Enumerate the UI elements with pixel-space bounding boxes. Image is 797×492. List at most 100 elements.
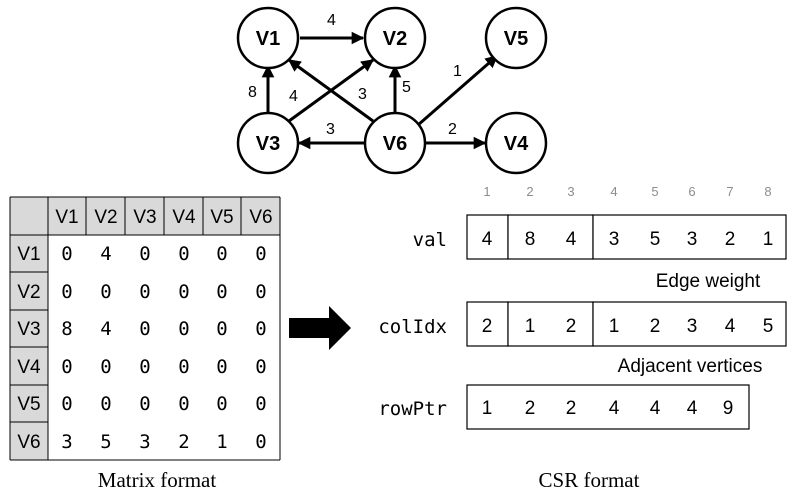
csr-rowptr-value: 4 [650,398,661,419]
edge-weights: 4 8 4 3 5 1 3 2 [248,12,462,138]
matrix-row-2: 0 0 0 0 0 0 [61,281,266,303]
csr-colidx-value: 2 [650,316,661,337]
csr-caption: CSR format [539,468,640,492]
node-label: V2 [383,28,407,50]
csr-val-value: 4 [566,229,577,250]
csr-val-caption: Edge weight [656,271,761,292]
csr-rowptr-value: 9 [723,398,734,419]
edge-weight-v6-v5: 1 [453,63,462,80]
matrix-cell: 0 [139,318,150,340]
graph-node-v4: V4 [484,111,548,175]
csr-rowptr-value: 2 [525,398,536,419]
matrix-row-5: 0 0 0 0 0 0 [61,393,266,415]
matrix-cell: 0 [100,356,111,378]
edge-weight-v6-v1: 3 [358,86,367,103]
matrix-cell: 0 [139,393,150,415]
csr-val-name: val [413,229,447,251]
matrix-cell: 0 [178,281,189,303]
csr-colidx-value: 2 [566,316,577,337]
matrix-cell: 4 [100,243,111,265]
matrix-row-6: 3 5 3 2 1 0 [61,431,266,453]
matrix-cell: 0 [139,356,150,378]
matrix-cell: 2 [178,431,189,453]
matrix-grid [9,196,281,461]
csr-val-value: 4 [482,229,493,250]
csr-rowptr-value: 4 [609,398,620,419]
csr-indices: 1 2 3 4 5 6 7 8 [483,184,771,199]
matrix-row-1: 0 4 0 0 0 0 [61,243,266,265]
matrix-cell: 0 [178,393,189,415]
node-label: V1 [256,28,280,50]
edge-weight-v6-v4: 2 [448,121,457,138]
matrix-cell: 0 [216,393,227,415]
node-label: V4 [504,133,529,155]
matrix-cell: 0 [61,393,72,415]
csr-val-value: 3 [609,229,620,250]
node-label: V3 [256,133,280,155]
matrix-row-4: 0 0 0 0 0 0 [61,356,266,378]
matrix-cell: 8 [61,318,72,340]
matrix-cell: 3 [139,431,150,453]
csr-val-value: 5 [650,229,661,250]
matrix-column-headers: V1 V2 V3 V4 V5 V6 [55,207,272,228]
matrix-cell: 1 [216,431,227,453]
matrix-row-header: V3 [17,319,40,340]
conversion-arrow-icon [289,306,351,350]
csr-colidx-caption: Adjacent vertices [618,356,763,377]
csr-format: 1 2 3 4 5 6 7 8 val 4 8 4 3 5 3 2 1 Edge… [378,184,787,492]
graph-node-v1: V1 [236,6,300,70]
graph-node-v3: V3 [236,111,300,175]
matrix-cell: 3 [61,431,72,453]
matrix-cell: 0 [255,281,266,303]
edge-v6-v1 [287,58,374,123]
matrix-cell: 5 [100,431,111,453]
csr-rowptr-value: 2 [566,398,577,419]
matrix-row-header: V2 [17,282,40,303]
matrix-row-header: V6 [17,432,40,453]
matrix-row-3: 8 4 0 0 0 0 [61,318,266,340]
csr-index: 6 [688,184,695,199]
graph-node-v2: V2 [363,6,427,70]
adjacency-matrix: V1 V2 V3 V4 V5 V6 V1 V2 V3 V4 V5 V6 0 4 … [9,196,281,492]
matrix-cell: 0 [61,356,72,378]
matrix-row-header: V1 [17,244,40,265]
csr-rowptr-name: rowPtr [378,398,447,420]
graph-node-v5: V5 [484,6,548,70]
matrix-cell: 0 [178,318,189,340]
matrix-column-header: V6 [249,207,272,228]
matrix-cell: 4 [100,318,111,340]
csr-val-value: 2 [725,229,736,250]
csr-val-value: 1 [763,229,774,250]
matrix-cell: 0 [178,243,189,265]
csr-index: 3 [567,184,574,199]
csr-index: 8 [764,184,771,199]
graph-node-v6: V6 [363,111,427,175]
edge-v6-v5 [417,54,498,127]
matrix-row-headers: V1 V2 V3 V4 V5 V6 [17,244,41,453]
edge-weight-v6-v2: 5 [402,79,411,96]
edge-weight-v3-v2: 4 [289,88,298,105]
matrix-cell: 0 [216,243,227,265]
csr-index: 4 [610,184,617,199]
matrix-cell: 0 [178,356,189,378]
csr-colidx-value: 4 [725,316,736,337]
matrix-cell: 0 [100,281,111,303]
csr-index: 7 [726,184,733,199]
csr-index: 1 [483,184,490,199]
matrix-cell: 0 [216,281,227,303]
edge-weight-v6-v3: 3 [326,121,335,138]
matrix-cell: 0 [100,393,111,415]
matrix-cell: 0 [61,243,72,265]
csr-colidx-name: colIdx [378,316,447,338]
matrix-row-header: V5 [17,394,40,415]
matrix-cell: 0 [61,281,72,303]
csr-colidx-value: 3 [687,316,698,337]
matrix-header-corner [10,197,48,235]
csr-val-value: 8 [525,229,536,250]
edge-weight-v1-v2: 4 [327,12,336,29]
csr-rowptr-value: 4 [687,398,698,419]
matrix-row-header: V4 [17,357,41,378]
matrix-column-header: V4 [172,207,196,228]
csr-colidx-value: 5 [763,316,774,337]
